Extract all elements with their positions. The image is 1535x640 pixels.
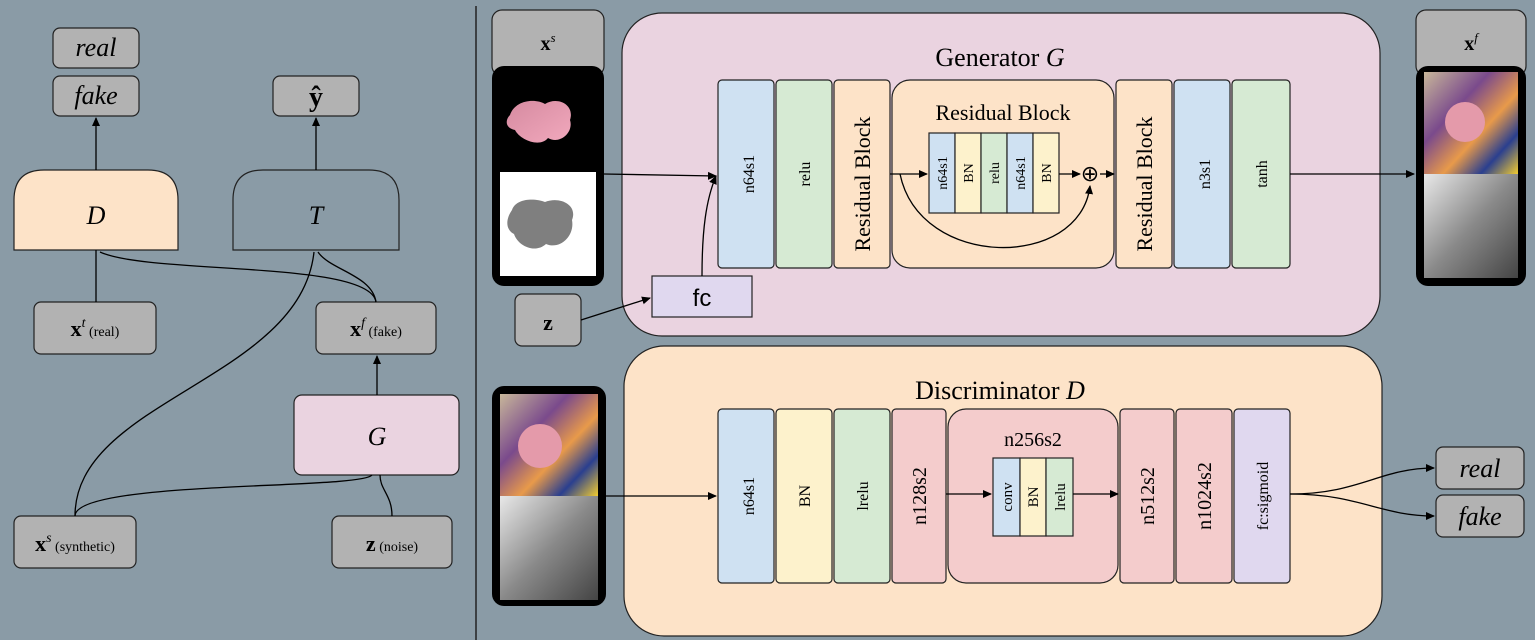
disc-inner-bn-label: BN	[1026, 486, 1042, 507]
xs-to-g-line	[74, 474, 373, 517]
xf-to-d-line	[99, 251, 377, 303]
xs-synthetic-label: xs (synthetic)	[35, 531, 115, 556]
res-inner-n64s1-a-label: n64s1	[936, 156, 951, 189]
disc-block-lrelu-label: lrelu	[855, 481, 872, 510]
left-overview: real fake ŷ D T xt (real) xf (fake) G xs…	[13, 27, 460, 569]
res-inner-bn-b-label: BN	[1040, 163, 1055, 182]
res-skip-connection	[899, 173, 1094, 249]
disc-input-pink-object	[518, 424, 562, 468]
disc-block-n64s1-label: n64s1	[741, 477, 758, 515]
gen-block-n3s1	[1173, 79, 1231, 269]
xt-real-box	[33, 301, 157, 355]
gen-block-relu	[775, 79, 833, 269]
gen-output-pink-object	[1445, 102, 1485, 142]
disc-block-n1024s2	[1175, 408, 1233, 584]
discriminator-section: Discriminator D n64s1 BN lrelu n128s2 n2…	[492, 345, 1525, 637]
y-hat-label: ŷ	[309, 82, 323, 113]
res-inner-n64s1-b	[1006, 132, 1034, 214]
disc-block-lrelu	[833, 408, 891, 584]
discriminator-title: Discriminator D	[915, 376, 1085, 405]
gen-input-arrow	[603, 171, 717, 180]
disc-out-real-box	[1435, 446, 1525, 490]
z-to-g-line	[379, 474, 393, 517]
xt-real-label: xt (real)	[71, 316, 120, 341]
res-inner-bn-a-label: BN	[962, 163, 977, 182]
disc-block-n1024s2-label: n1024s2	[1194, 462, 1216, 530]
res-inner-n64s1-a	[928, 132, 956, 214]
gen-fc-label: fc	[693, 285, 712, 312]
gen-fc-arrow	[701, 175, 717, 277]
xs-to-t-line	[74, 251, 315, 517]
res-inner-relu-label: relu	[988, 162, 1003, 184]
gen-fc-box	[651, 275, 753, 318]
generator-title: Generator G	[935, 43, 1064, 72]
disc-block-n128s2	[891, 408, 947, 584]
gen-z-label: z	[543, 310, 553, 335]
disc-out-fake-box	[1435, 494, 1525, 538]
pink-object-image	[506, 100, 571, 143]
gen-block-residual-2-label: Residual Block	[1132, 116, 1157, 251]
disc-inner-bn	[1019, 457, 1047, 537]
disc-block-bn	[775, 408, 833, 584]
out-fake-box	[52, 75, 140, 117]
disc-inner-lrelu-label: lrelu	[1053, 483, 1069, 511]
d-block-label: D	[86, 201, 106, 230]
res-sum-symbol: ⊕	[1081, 161, 1099, 186]
gen-block-n64s1-label: n64s1	[741, 155, 758, 193]
disc-block-n64s1	[717, 408, 775, 584]
gen-block-tanh-label: tanh	[1254, 160, 1271, 188]
out-real-box	[52, 27, 140, 69]
gen-block-relu-label: relu	[797, 162, 814, 187]
res-inner-bn-b	[1032, 132, 1060, 214]
xf-to-t-line	[317, 251, 377, 303]
disc-input-depth-image	[500, 496, 598, 600]
gen-residual-group-title: Residual Block	[935, 100, 1070, 125]
gen-input-label: xs	[540, 30, 555, 55]
disc-block-n128s2-label: n128s2	[909, 467, 931, 525]
gen-block-n64s1	[717, 79, 775, 269]
t-block	[232, 169, 400, 251]
disc-inner-lrelu	[1045, 457, 1074, 537]
d-block	[13, 169, 179, 251]
disc-out-fake-label: fake	[1458, 502, 1501, 531]
gen-block-residual-1-label: Residual Block	[850, 116, 875, 251]
disc-n256s2-group-title: n256s2	[1004, 429, 1062, 451]
disc-block-n512s2-label: n512s2	[1137, 467, 1159, 525]
res-inner-n64s1-b-label: n64s1	[1014, 156, 1029, 189]
z-noise-label: z (noise)	[366, 531, 418, 556]
disc-block-fc-sigmoid	[1233, 408, 1291, 584]
t-block-label: T	[309, 201, 325, 230]
gen-block-residual-2	[1115, 79, 1173, 269]
gray-object-image	[507, 199, 574, 249]
gen-output-depth-image	[1424, 174, 1518, 278]
out-fake-label: fake	[74, 81, 117, 110]
gen-z-to-fc-arrow	[580, 296, 651, 321]
disc-block-n512s2	[1119, 408, 1175, 584]
out-real-label: real	[76, 33, 117, 62]
disc-block-fc-sigmoid-label: fc:sigmoid	[1255, 462, 1272, 530]
disc-out-real-label: real	[1460, 454, 1501, 483]
disc-block-bn-label: BN	[797, 484, 814, 507]
gen-block-n3s1-label: n3s1	[1197, 159, 1214, 189]
gen-output-label: xf	[1464, 30, 1480, 55]
disc-to-fake-arrow	[1289, 493, 1435, 520]
g-block-label: G	[368, 422, 387, 451]
disc-inner-conv-label: conv	[1000, 482, 1016, 512]
y-hat-box	[272, 75, 360, 117]
xf-fake-label: xf (fake)	[350, 316, 402, 341]
res-inner-bn-a	[954, 132, 982, 214]
generator-section: xs z Generator G fc n64s1 relu Residual …	[491, 9, 1527, 347]
disc-to-real-arrow	[1289, 464, 1435, 495]
